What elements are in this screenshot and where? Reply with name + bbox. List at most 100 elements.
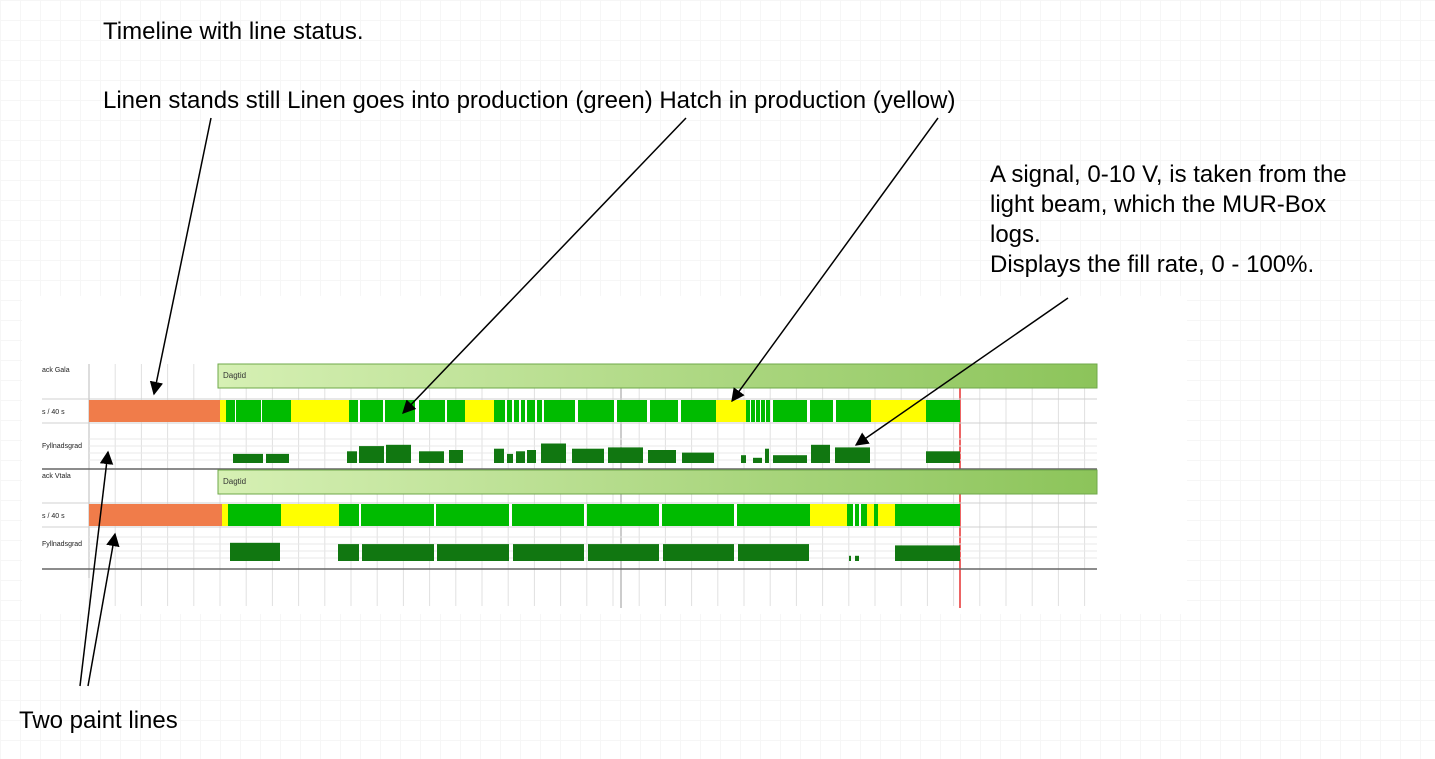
status-segment-prod [662, 504, 734, 526]
status-segment-prod [737, 504, 810, 526]
fill-rate-block [663, 544, 734, 561]
fill-rate-block [437, 544, 509, 561]
status-segment-prod [507, 400, 512, 422]
fill-rate-block [572, 448, 604, 463]
status-segment-prod [756, 400, 760, 422]
shift-label: Dagtid [223, 371, 246, 380]
two-paint-lines-annotation: Two paint lines [19, 707, 178, 734]
fill-rate-block [338, 544, 359, 561]
status-segment-prod [544, 400, 575, 422]
fill-rate-block [419, 451, 444, 463]
fill-rate-block [507, 453, 513, 463]
status-segment-hatch [716, 400, 746, 422]
fill-rate-block [855, 555, 859, 561]
status-segment-prod [761, 400, 765, 422]
signal-annotation: A signal, 0-10 V, is taken from the ligh… [990, 160, 1430, 280]
row-label: ack Gala [42, 367, 70, 374]
fill-rate-block [494, 448, 504, 463]
status-segment-prod [836, 400, 871, 422]
status-segment-hatch [222, 504, 228, 526]
status-segment-prod [746, 400, 750, 422]
row-label: ack Vtala [42, 473, 71, 480]
fill-rate-block [362, 544, 434, 561]
fill-rate-block [765, 448, 769, 463]
status-segment-hatch [281, 504, 339, 526]
fill-rate-block [811, 444, 830, 463]
fill-rate-block [527, 450, 536, 463]
fill-rate-block [849, 555, 851, 561]
status-segment-prod [419, 400, 445, 422]
status-segment-prod [926, 400, 960, 422]
fill-rate-block [926, 451, 960, 463]
status-segment-prod [447, 400, 465, 422]
status-segment-prod [228, 504, 281, 526]
fill-rate-block [266, 453, 289, 463]
fill-rate-block [449, 450, 463, 463]
row-label: s / 40 s [42, 513, 65, 520]
status-segment-prod [527, 400, 535, 422]
status-segment-prod [617, 400, 647, 422]
fill-rate-block [738, 544, 809, 561]
status-segment-prod [236, 400, 261, 422]
status-segment-hatch [220, 400, 226, 422]
status-segment-hatch [810, 504, 847, 526]
fill-rate-block [588, 544, 659, 561]
status-segment-prod [650, 400, 678, 422]
fill-rate-block [347, 451, 357, 463]
status-segment-prod [766, 400, 770, 422]
status-segment-prod [874, 504, 878, 526]
status-segment-prod [494, 400, 505, 422]
signal-annotation-line: logs. [990, 221, 1041, 248]
status-segment-prod [349, 400, 358, 422]
status-segment-prod [861, 504, 867, 526]
status-segment-prod [773, 400, 807, 422]
fill-rate-block [541, 443, 566, 463]
shift-label: Dagtid [223, 477, 246, 486]
fill-rate-block [516, 451, 525, 463]
fill-rate-block [513, 544, 584, 561]
fill-rate-block [648, 450, 676, 463]
line-status-annotation: Linen stands still Linen goes into produ… [103, 87, 956, 114]
status-segment-prod [521, 400, 525, 422]
status-segment-prod [339, 504, 359, 526]
row-label: Fyllnadsgrad [42, 541, 82, 548]
status-segment-hatch [465, 400, 494, 422]
shift-bar [217, 469, 1098, 495]
status-segment-prod [514, 400, 519, 422]
status-segment-hatch [878, 504, 895, 526]
fill-rate-block [835, 447, 870, 463]
signal-annotation-line: A signal, 0-10 V, is taken from the [990, 161, 1347, 188]
status-segment-prod [361, 504, 434, 526]
status-segment-prod [681, 400, 716, 422]
status-segment-hatch [291, 400, 349, 422]
fill-rate-block [895, 545, 960, 561]
status-segment-prod [847, 504, 853, 526]
status-segment-prod [855, 504, 859, 526]
status-segment-stop [89, 400, 220, 422]
status-segment-prod [226, 400, 235, 422]
fill-rate-block [359, 446, 384, 463]
status-segment-prod [262, 400, 291, 422]
shift-bar [217, 363, 1098, 389]
fill-rate-block [753, 457, 762, 463]
row-label: Fyllnadsgrad [42, 443, 82, 450]
signal-annotation-line: light beam, which the MUR-Box [990, 191, 1327, 218]
fill-rate-block [386, 444, 411, 463]
fill-rate-block [741, 455, 746, 463]
status-segment-prod [587, 504, 659, 526]
row-label: s / 40 s [42, 409, 65, 416]
fill-rate-block [230, 542, 280, 561]
status-segment-prod [436, 504, 509, 526]
fill-rate-block [773, 455, 807, 463]
signal-annotation-line: Displays the fill rate, 0 - 100%. [990, 251, 1315, 278]
status-segment-prod [512, 504, 584, 526]
status-segment-hatch [871, 400, 926, 422]
status-segment-prod [578, 400, 614, 422]
timeline-title-annotation: Timeline with line status. [103, 18, 364, 45]
fill-rate-block [682, 452, 714, 463]
status-segment-prod [360, 400, 383, 422]
status-segment-stop [89, 504, 222, 526]
status-segment-prod [810, 400, 833, 422]
